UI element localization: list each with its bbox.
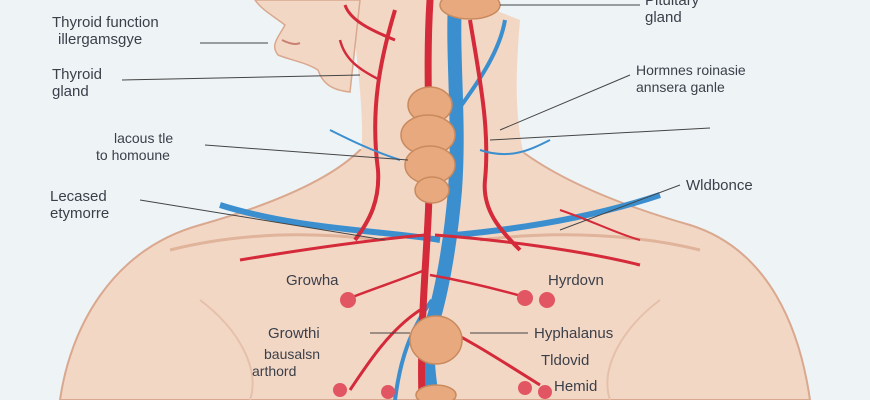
label-line: Pituitary: [645, 0, 700, 9]
lower-gland-base: [415, 384, 457, 400]
label-line: gland: [645, 9, 682, 26]
lips: [281, 39, 301, 45]
face-profile: [254, 0, 361, 93]
neck-skin: [355, 0, 525, 160]
label-line: illergamsgye: [58, 31, 143, 48]
leader-lacous: [204, 144, 409, 161]
leader-wldbonce: [559, 184, 681, 231]
artery-branch-left: [239, 233, 426, 262]
label-line: Hormnes roinasie: [636, 62, 746, 78]
nodule: [340, 292, 356, 308]
label-line: Lecased: [50, 188, 107, 205]
nodule: [518, 381, 532, 395]
thyroid-gland: [400, 86, 456, 204]
chest-contour-left: [199, 299, 254, 400]
label-hyrdovn: Hyrdovn: [548, 272, 604, 289]
artery-face: [343, 4, 396, 42]
artery-neck-right: [468, 19, 522, 252]
artery-mid-right: [429, 273, 526, 299]
label-hormones: Hormnes roinasie annsera ganle: [636, 62, 746, 96]
label-line: lacous tle: [114, 130, 174, 146]
label-thyroid-gland: Thyroid gland: [52, 66, 102, 100]
leader-hormones-2: [489, 127, 711, 141]
label-pituitary: Pituitary gland: [645, 0, 699, 26]
label-line: Thyroid function: [52, 14, 159, 31]
vein-branch-right: [454, 192, 661, 238]
vein-branch-neck: [456, 19, 507, 112]
nodule: [517, 290, 533, 306]
nodule: [539, 292, 555, 308]
label-line: arthord: [252, 363, 297, 379]
small-vessel-3: [559, 209, 641, 241]
label-tldovid: Tldovid: [541, 352, 590, 369]
label-line: to homoune: [96, 147, 170, 163]
label-line: Thyroid: [52, 66, 103, 83]
artery-face-2: [338, 39, 381, 82]
nodule: [333, 383, 347, 397]
lower-gland: [409, 315, 463, 365]
clavicle-left: [169, 233, 381, 252]
label-wldbonce: Wldbonce: [686, 177, 753, 194]
nodule: [538, 385, 552, 399]
leader-thyroid-gland: [121, 74, 361, 81]
label-growha: Growha: [286, 272, 339, 289]
label-lacous: lacous tle to homoune: [96, 130, 173, 164]
small-vessel-1: [479, 139, 551, 156]
artery-lower-left: [348, 308, 421, 391]
label-line: etymorre: [50, 205, 110, 222]
leader-lecased: [139, 199, 386, 241]
artery-neck-left: [353, 9, 397, 242]
label-hemid: Hemid: [554, 378, 598, 395]
chest-contour-right: [606, 299, 661, 400]
label-bausalsn: bausalsn arthord: [252, 346, 320, 380]
label-thyroid-function: Thyroid function illergamsgye: [52, 14, 159, 48]
label-line: bausalsn: [264, 346, 321, 362]
artery-mid-left: [349, 268, 426, 300]
label-hyphalanus: Hyphalanus: [534, 325, 614, 342]
label-line: annsera ganle: [636, 79, 725, 95]
leader-hormones: [499, 74, 631, 131]
label-growthi: Growthi: [268, 325, 320, 342]
small-vessel-2: [329, 129, 401, 161]
label-line: gland: [52, 83, 89, 100]
label-lecased: Lecased etymorre: [50, 188, 109, 222]
artery-branch-right: [434, 233, 641, 267]
nodule: [381, 385, 395, 399]
